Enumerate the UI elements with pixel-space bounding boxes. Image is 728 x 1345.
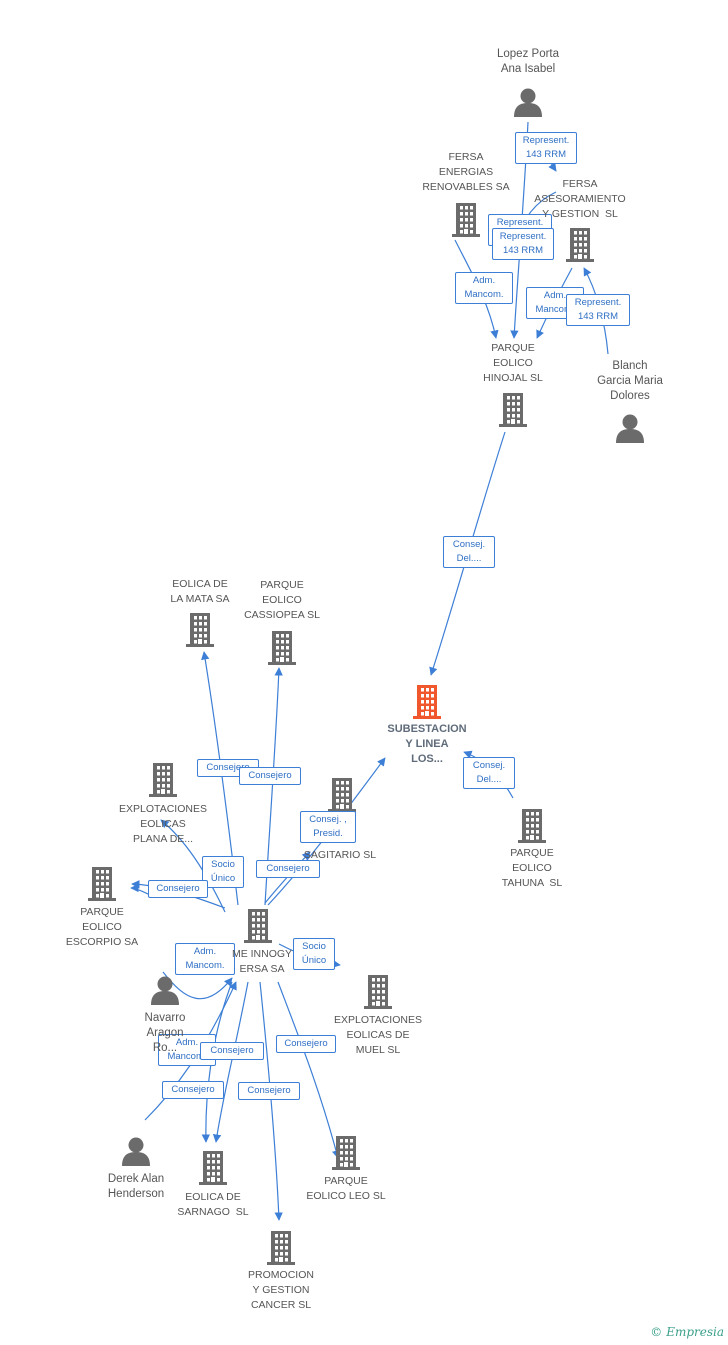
node-label-lopez[interactable]: Lopez Porta Ana Isabel (496, 48, 560, 75)
node-label-cancer[interactable]: PROMOCION Y GESTION CANCER SL (248, 1269, 314, 1311)
footer-brand[interactable]: ©Empresia (650, 1325, 724, 1339)
edge-label[interactable]: Consejero (200, 1042, 264, 1060)
icons-layer (88, 88, 644, 1265)
edge-label[interactable]: Consejero (148, 880, 208, 898)
node-label-fersa-ag[interactable]: FERSA ASESORAMIENTO Y GESTION SL (534, 178, 626, 220)
edge-label[interactable]: Consej. Del.... (463, 757, 515, 789)
node-label-derek[interactable]: Derek Alan Henderson (107, 1173, 165, 1200)
node-label-escorpio[interactable]: PARQUE EOLICO ESCORPIO SA (65, 906, 139, 948)
building-icon[interactable] (186, 613, 214, 647)
edge-label[interactable]: Adm. Mancom. (455, 272, 513, 304)
edge-label[interactable]: Consejero (162, 1081, 224, 1099)
building-icon[interactable] (267, 1231, 295, 1265)
edge-label[interactable]: Consejero (276, 1035, 336, 1053)
edge-label[interactable]: Consejero (239, 767, 301, 785)
node-label-fersa-er[interactable]: FERSA ENERGIAS RENOVABLES SA (422, 151, 510, 193)
node-label-navarro[interactable]: Navarro Aragon Ro... (144, 1012, 186, 1054)
edge-label[interactable]: Represent. 143 RRM (566, 294, 630, 326)
node-label-innogy[interactable]: ME INNOGY ERSA SA (231, 948, 293, 975)
edge-line (277, 981, 341, 1159)
person-icon[interactable] (151, 976, 179, 1006)
edge-line (201, 981, 233, 1143)
node-label-leo[interactable]: PARQUE EOLICO LEO SL (306, 1175, 386, 1202)
person-icon[interactable] (514, 88, 542, 118)
edge-label[interactable]: Adm. Mancom. (158, 1034, 216, 1066)
edge-line (130, 883, 151, 896)
edge-label[interactable]: Consejero (256, 860, 320, 878)
node-label-blanch[interactable]: Blanch Garcia Maria Dolores (597, 360, 663, 402)
building-icon[interactable] (452, 203, 480, 237)
person-icon[interactable] (122, 1137, 150, 1167)
copyright-symbol: © (650, 1325, 663, 1339)
edge-label[interactable]: Represent. 143 RRM (515, 132, 577, 164)
edge-label[interactable]: Consej. Del.... (443, 536, 495, 568)
edge-label[interactable]: Socio Único (202, 856, 244, 888)
person-icon[interactable] (616, 414, 644, 444)
edge-label[interactable]: Represent. 143 RRM (492, 228, 554, 260)
building-icon[interactable] (199, 1151, 227, 1185)
building-icon[interactable] (364, 975, 392, 1009)
building-icon[interactable] (566, 228, 594, 262)
edge-line (259, 981, 283, 1221)
node-label-cassiopea[interactable]: PARQUE EOLICO CASSIOPEA SL (244, 579, 320, 621)
edge-label[interactable]: Consejero (238, 1082, 300, 1100)
node-label-sarnago[interactable]: EOLICA DE SARNAGO SL (177, 1191, 249, 1218)
node-label-lamata[interactable]: EOLICA DE LA MATA SA (170, 578, 230, 605)
node-label-tahuna[interactable]: PARQUE EOLICO TAHUNA SL (501, 847, 563, 889)
building-icon[interactable] (88, 867, 116, 901)
building-icon[interactable] (328, 778, 356, 812)
building-icon[interactable] (499, 393, 527, 427)
node-label-subestacion[interactable]: SUBESTACION Y LINEA LOS... (387, 723, 467, 765)
edge-label[interactable]: Consej. , Presid. (300, 811, 356, 843)
building-icon-focus[interactable] (413, 685, 441, 719)
edge-line (212, 981, 249, 1143)
node-label-muel[interactable]: EXPLOTACIONES EOLICAS DE MUEL SL (334, 1014, 422, 1056)
building-icon[interactable] (149, 763, 177, 797)
node-label-hinojal[interactable]: PARQUE EOLICO HINOJAL SL (483, 342, 543, 384)
building-icon[interactable] (332, 1136, 360, 1170)
node-label-plana[interactable]: EXPLOTACIONES EOLICAS PLANA DE... (119, 803, 207, 845)
edge-line (160, 819, 226, 913)
brand-name: Empresia (666, 1325, 724, 1339)
building-icon[interactable] (518, 809, 546, 843)
edge-label[interactable]: Socio Único (293, 938, 335, 970)
node-label-sagitario[interactable]: SAGITARIO SL (303, 849, 377, 861)
building-icon[interactable] (244, 909, 272, 943)
edge-label[interactable]: Adm. Mancom. (175, 943, 235, 975)
building-icon[interactable] (268, 631, 296, 665)
